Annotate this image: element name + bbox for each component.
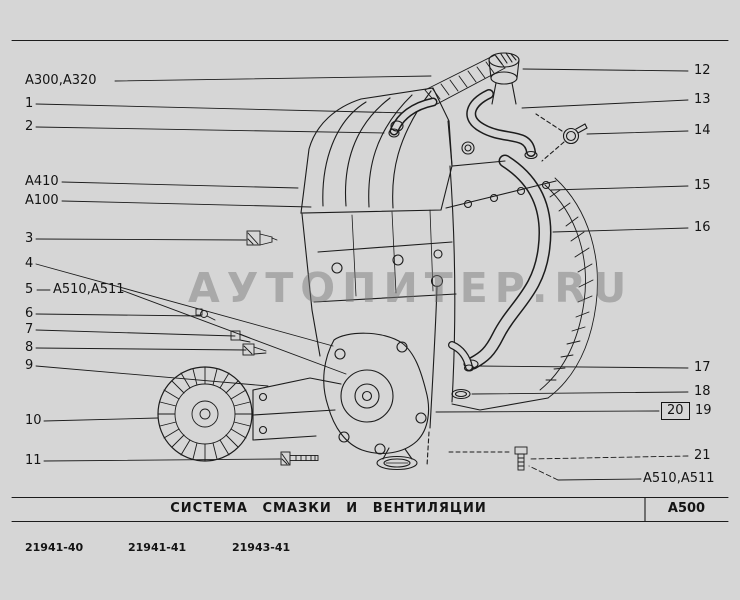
leader-lines-right: [435, 68, 689, 481]
callout-6: 6: [25, 306, 34, 321]
filter-bracket: [252, 377, 342, 441]
engine-block: [301, 120, 557, 411]
callout-5-code: A510,A511: [53, 282, 125, 297]
oil-pump-gasket: [323, 332, 430, 454]
oil-pump: [334, 341, 427, 455]
flywheel-housing-hatch: [539, 177, 598, 399]
callout-18: 18: [694, 384, 711, 399]
callout-15: 15: [694, 178, 711, 193]
drain-fitting: [448, 341, 475, 372]
callout-11: 11: [25, 453, 42, 468]
callout-16: 16: [694, 220, 711, 235]
callout-a300-a320: A300,A320: [25, 73, 97, 88]
callout-9: 9: [25, 358, 34, 373]
callout-12: 12: [694, 63, 711, 78]
hose-clamp: [535, 113, 588, 162]
variant-code-1: 21941-40: [25, 541, 84, 554]
bolt-21: [448, 446, 528, 471]
variant-code-3: 21943-41: [232, 541, 291, 554]
leader-lines-left: [35, 75, 432, 462]
vent-hose: [463, 154, 552, 370]
dipstick: [426, 274, 444, 467]
oil-filler-cap: [488, 52, 520, 105]
callout-14: 14: [694, 123, 711, 138]
section-code: A500: [667, 501, 706, 516]
callout-a410: A410: [25, 174, 59, 189]
diagram-title: СИСТЕМА СМАЗКИ И ВЕНТИЛЯЦИИ: [170, 501, 487, 516]
variant-code-2: 21941-41: [128, 541, 187, 554]
page-rules: [11, 39, 729, 523]
callout-21: 21: [694, 448, 711, 463]
callout-20-boxed: 20: [661, 402, 690, 420]
callout-a510-a511: A510,A511: [643, 471, 715, 486]
callout-19: 19: [695, 403, 712, 418]
filter-bolt: [280, 451, 319, 466]
callout-2: 2: [25, 119, 34, 134]
breather-hose: [466, 89, 538, 160]
callout-8: 8: [25, 340, 34, 355]
callout-7: 7: [25, 322, 34, 337]
callout-17: 17: [694, 360, 711, 375]
callout-a100: A100: [25, 193, 59, 208]
oil-pressure-sensor: [246, 230, 278, 246]
callout-13: 13: [694, 92, 711, 107]
top-hose: [388, 97, 438, 138]
o-ring: [451, 388, 471, 400]
intake-manifold: [300, 87, 453, 214]
callout-5: 5: [25, 282, 34, 297]
oil-pickup: [376, 447, 418, 471]
small-fasteners: [195, 308, 267, 356]
callout-10: 10: [25, 413, 42, 428]
callout-1: 1: [25, 96, 34, 111]
oil-filter: [157, 366, 253, 462]
callout-4: 4: [25, 256, 34, 271]
callout-3: 3: [25, 231, 34, 246]
